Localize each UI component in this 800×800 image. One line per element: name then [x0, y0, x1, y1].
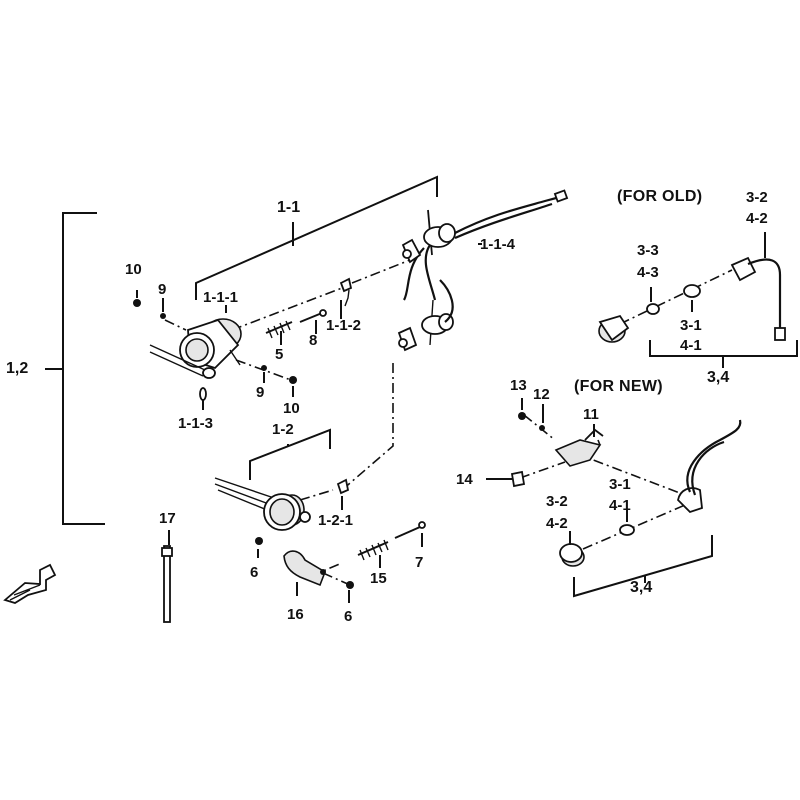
- bulb-1-1-3: [199, 387, 207, 410]
- socket-1-2-1: [336, 478, 350, 510]
- lens-3-2-new: [559, 531, 585, 567]
- socket-1-1-2: [339, 277, 353, 319]
- bolt-14: [486, 470, 526, 488]
- bracket-1-2: [249, 428, 331, 480]
- bracket-1-2: [45, 212, 105, 525]
- harness-1-1-4: [397, 189, 569, 352]
- screw-6-left: [255, 537, 263, 558]
- bracket-1-1: [195, 175, 438, 300]
- spring-5-top: [265, 320, 293, 345]
- washer-9-top: [160, 298, 166, 319]
- screw-6-right: [346, 581, 354, 603]
- front-arrow-icon: [3, 563, 57, 604]
- headlight-1-1-1: [149, 318, 242, 379]
- gasket-4-3-old: [646, 287, 660, 315]
- leader-ticks: [202, 305, 227, 410]
- strap-17: [161, 530, 173, 623]
- bulb-3-1-old: [683, 284, 701, 312]
- spring-15: [357, 539, 389, 568]
- screw-8-top: [299, 309, 327, 334]
- bracket-3-4-old: [649, 340, 798, 368]
- headlight-1-2: [214, 477, 311, 531]
- screw-13: [518, 398, 526, 420]
- bracket-3-4-new: [573, 535, 713, 598]
- bracket-16: [283, 550, 326, 596]
- screw-10-top: [133, 290, 141, 307]
- lens-3-3-old: [598, 314, 630, 343]
- washer-12: [539, 404, 545, 431]
- screw-10-bottom: [289, 376, 297, 397]
- screw-7: [394, 521, 426, 547]
- washer-9-bottom: [261, 365, 267, 383]
- socket-3-2-old: [730, 232, 786, 341]
- turn-signal-new: [677, 419, 742, 514]
- bulb-3-1-new: [619, 510, 635, 536]
- bracket-11: [554, 424, 604, 467]
